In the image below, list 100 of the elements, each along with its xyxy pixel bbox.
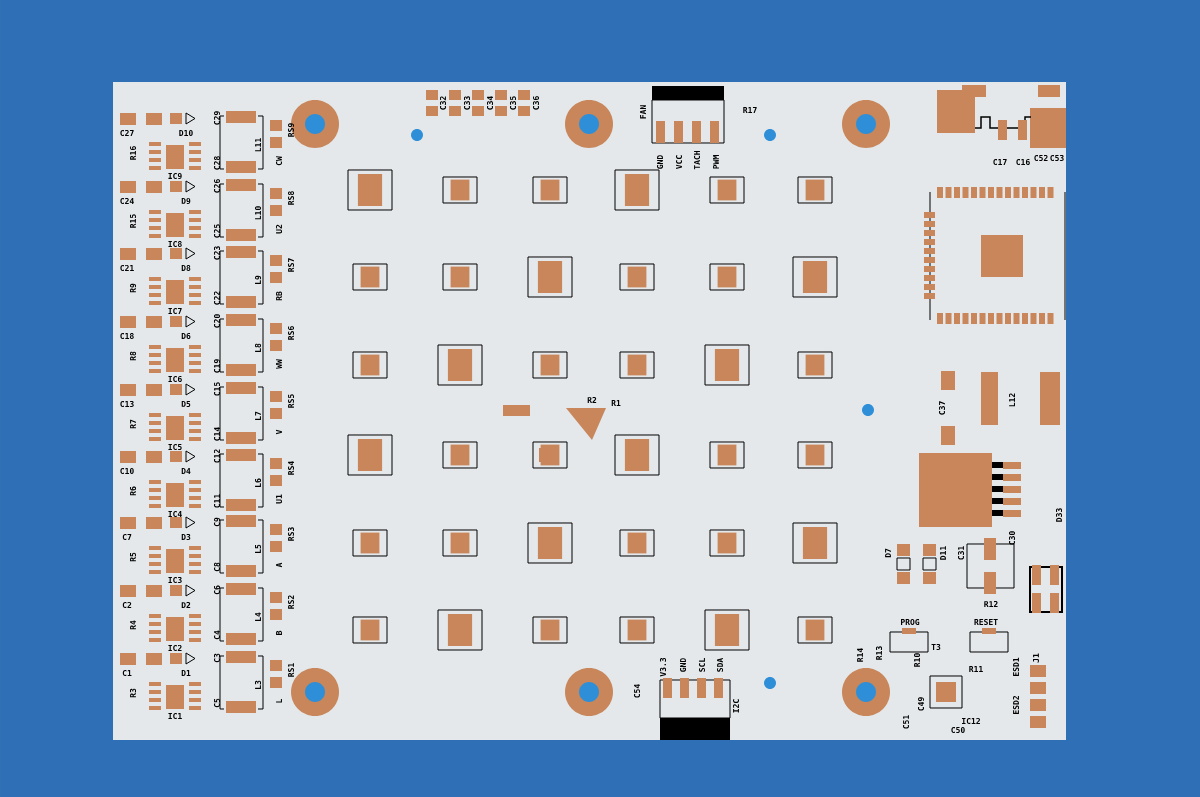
silkscreen-label: L8: [255, 343, 262, 352]
silkscreen-label: GND: [679, 658, 687, 672]
silkscreen-label: C37: [938, 401, 946, 415]
silkscreen-label: C10: [120, 467, 134, 474]
silkscreen-label: D9: [181, 198, 191, 204]
silkscreen-label: R14: [857, 648, 863, 662]
silkscreen-label: R10: [913, 653, 921, 667]
silkscreen-label: C23: [214, 246, 221, 260]
silkscreen-label: PWM: [713, 155, 719, 169]
silkscreen-label: SCL: [698, 658, 706, 672]
silkscreen-label: IC6: [168, 375, 182, 383]
silkscreen-label: R11: [969, 666, 983, 672]
silkscreen-label: IC2: [168, 644, 182, 651]
silkscreen-label: D2: [181, 602, 191, 608]
silkscreen-label: L11: [255, 138, 261, 152]
silkscreen-label: C24: [120, 197, 134, 204]
silkscreen-label: R9: [130, 283, 137, 293]
silkscreen-label: R4: [130, 620, 136, 630]
silkscreen-label: C33: [464, 96, 471, 110]
silkscreen-label: C31: [957, 546, 965, 560]
silkscreen-label: L3: [255, 680, 262, 689]
silkscreen-label: VCC: [675, 155, 683, 169]
silkscreen-label: B: [276, 630, 282, 635]
silkscreen-label: U2: [276, 224, 283, 234]
silkscreen-label: C30: [1008, 531, 1016, 545]
silkscreen-label: IC9: [168, 172, 182, 180]
silkscreen-label: R7: [130, 419, 136, 429]
silkscreen-label: GND: [656, 155, 664, 169]
silkscreen-label: R6: [130, 486, 137, 496]
silkscreen-label: FAN: [640, 105, 646, 119]
silkscreen-label: C34: [486, 96, 494, 110]
silkscreen-label: C49: [917, 697, 925, 711]
silkscreen-label: U1: [276, 494, 282, 504]
silkscreen-label: R5: [130, 552, 136, 562]
silkscreen-label: RB: [276, 291, 282, 301]
silkscreen-label: C32: [439, 96, 447, 110]
silkscreen-label: C8: [214, 562, 221, 572]
silkscreen-label: L12: [1009, 393, 1015, 407]
silkscreen-label: RS7: [288, 258, 295, 272]
silkscreen-label: D1: [181, 670, 191, 676]
silkscreen-label: IC7: [168, 307, 182, 314]
silkscreen-label: C15: [214, 382, 221, 396]
silkscreen-label: C26: [213, 179, 221, 193]
silkscreen-label: CW: [276, 156, 283, 166]
silkscreen-label: WW: [276, 359, 282, 369]
silkscreen-label: R13: [875, 646, 883, 660]
silkscreen-label: C7: [122, 533, 132, 540]
silkscreen-label: C27: [120, 129, 134, 136]
silkscreen-label: R1: [611, 400, 621, 406]
silkscreen-label: D3: [181, 533, 191, 540]
silkscreen-label: SDA: [716, 657, 724, 672]
silkscreen-label: ESD1: [1012, 657, 1020, 676]
silkscreen-label: PROG: [901, 618, 920, 625]
silkscreen-label: C21: [120, 264, 134, 271]
silkscreen-label: C5: [214, 698, 221, 708]
silkscreen-label: C36: [532, 96, 540, 110]
silkscreen-label: RS9: [287, 123, 295, 137]
silkscreen-label: RS5: [288, 394, 295, 408]
silkscreen-label: C20: [214, 314, 221, 328]
silkscreen-label: R15: [130, 214, 136, 228]
silkscreen-label: C53: [1050, 154, 1064, 161]
silkscreen-label: RS8: [288, 191, 295, 205]
silkscreen-label: RS1: [288, 663, 295, 677]
silkscreen-label: D6: [181, 332, 191, 340]
silkscreen-label: C54: [633, 684, 641, 698]
silkscreen-label: C3: [214, 653, 221, 663]
silkscreen-label: D5: [181, 401, 191, 407]
silkscreen-label: V: [276, 429, 282, 435]
silkscreen-label: L6: [255, 478, 262, 487]
silkscreen-label: RESET: [974, 618, 998, 625]
silkscreen-label: D33: [1055, 508, 1063, 522]
silkscreen-label: L10: [255, 206, 262, 220]
silkscreen-label: C52: [1034, 154, 1048, 161]
silkscreen-label: C16: [1016, 158, 1030, 166]
silkscreen-label: V3.3: [659, 657, 667, 677]
silkscreen-label: IC12: [962, 717, 980, 724]
silkscreen-label: C9: [213, 517, 221, 527]
silkscreen-label: C28: [214, 156, 221, 170]
silkscreen-label: J1: [1033, 653, 1039, 663]
silkscreen-label: RS3: [288, 527, 295, 541]
silkscreen-label: IC3: [168, 576, 182, 583]
silkscreen-label: A: [276, 562, 282, 568]
silkscreen-label: T3: [931, 643, 941, 650]
silkscreen-label: RS2: [288, 595, 295, 609]
silkscreen-label: C6: [213, 585, 221, 595]
silkscreen-label: R2: [587, 397, 597, 403]
silkscreen-label: I2C: [732, 699, 740, 713]
silkscreen-label: D8: [181, 264, 191, 271]
silkscreen-label: C35: [509, 96, 517, 110]
silkscreen-label: C50: [951, 726, 965, 733]
silkscreen-label: IC1: [168, 712, 182, 719]
silkscreen-label: C22: [214, 291, 221, 305]
silkscreen-label: C14: [214, 427, 221, 441]
silkscreen-label: IC5: [168, 443, 182, 450]
silkscreen-label: L4: [255, 612, 261, 621]
silkscreen-label: C11: [214, 494, 221, 508]
silkscreen-label: C29: [213, 111, 221, 125]
silkscreen-label: L5: [255, 544, 261, 553]
silkscreen-label: C51: [902, 715, 910, 729]
silkscreen-label: RS6: [287, 326, 295, 340]
